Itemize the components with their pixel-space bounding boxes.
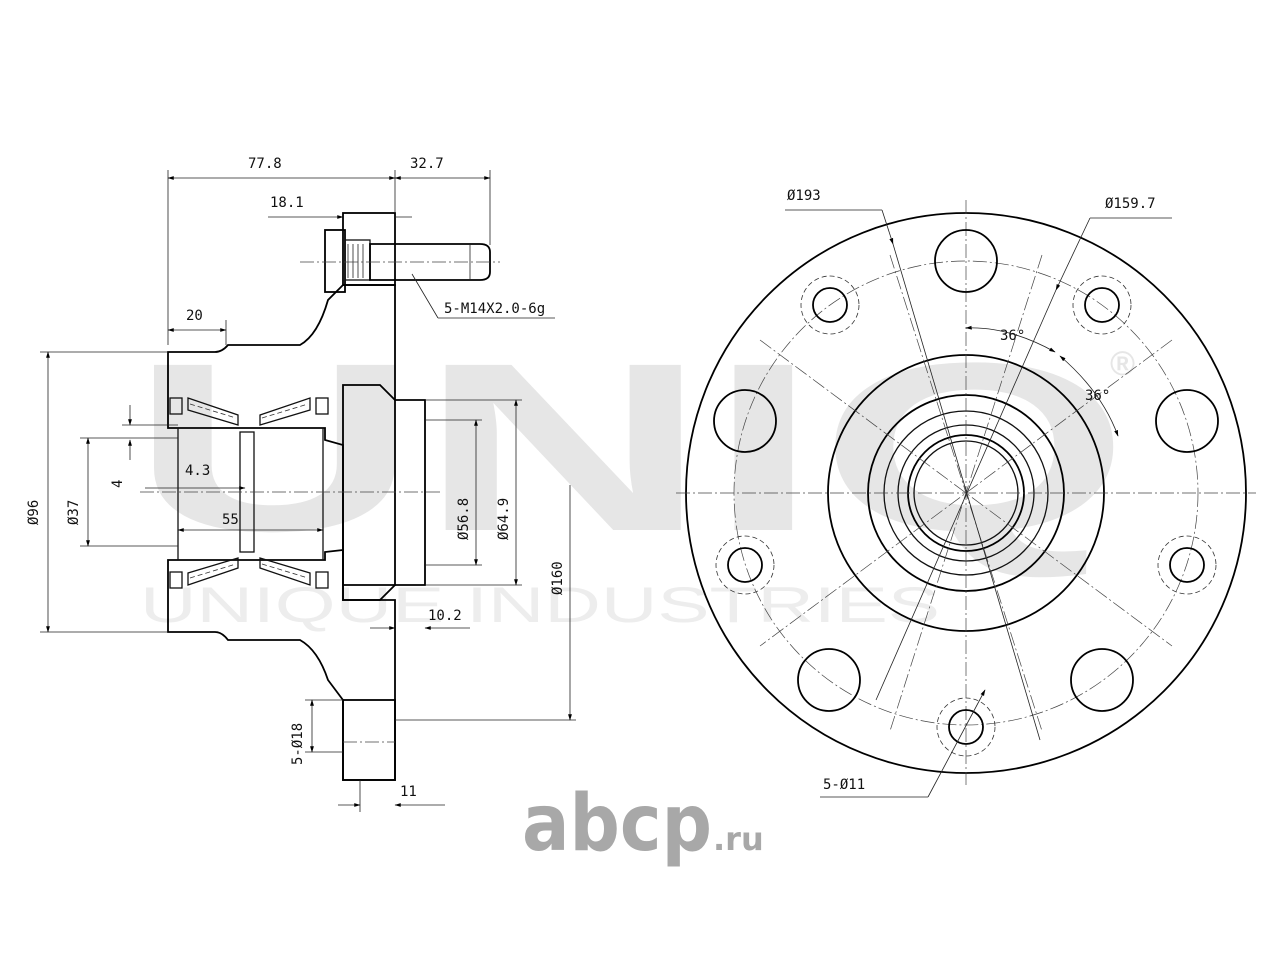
dim-d193: Ø193 <box>787 188 821 204</box>
abcp-logo: abcp .ru <box>522 779 764 869</box>
dim-20: 20 <box>186 308 203 324</box>
dim-4: 4 <box>110 480 126 488</box>
angle-36-lower: 36° <box>1085 388 1110 404</box>
dim-77-8: 77.8 <box>248 156 282 172</box>
bearing-lower <box>169 557 329 589</box>
flange-top <box>342 212 396 286</box>
dim-32-7: 32.7 <box>410 156 444 172</box>
watermark-brand: UNIQ <box>130 313 1130 581</box>
dim-d37: Ø37 <box>66 500 82 525</box>
dim-11: 11 <box>400 784 417 800</box>
stud-holes <box>713 229 1219 712</box>
dim-d64-9: Ø64.9 <box>496 498 512 540</box>
dim-55: 55 <box>222 512 239 528</box>
bearing-upper <box>169 397 329 426</box>
watermark-registered-mark: ® <box>1110 345 1135 383</box>
dim-d96: Ø96 <box>26 500 42 525</box>
hub-body-upper <box>167 284 396 586</box>
dim-10-2: 10.2 <box>428 608 462 624</box>
dim-d159-7: Ø159.7 <box>1105 196 1156 212</box>
dim-5-d11: 5-Ø11 <box>823 777 865 793</box>
dim-thread: 5-M14X2.0-6g <box>444 301 545 317</box>
flange-bolt-hole <box>342 699 396 781</box>
watermark: UNIQ ® UNIQUE INDUSTRIES <box>130 313 1135 633</box>
watermark-subtitle: UNIQUE INDUSTRIES <box>140 577 940 633</box>
inner-bore <box>177 427 324 561</box>
front-view: Ø193 Ø159.7 36° 36° 5-Ø11 <box>676 188 1256 798</box>
angle-36-upper: 36° <box>1000 328 1025 344</box>
small-holes <box>715 275 1217 757</box>
abcp-logo-tld: .ru <box>713 820 764 858</box>
wheel-stud <box>324 229 491 293</box>
dim-5-d18: 5-Ø18 <box>290 723 306 765</box>
dim-d160: Ø160 <box>550 561 566 595</box>
dim-d56-8: Ø56.8 <box>456 498 472 540</box>
abcp-logo-name: abcp <box>522 779 712 869</box>
section-view: 77.8 32.7 18.1 20 5-M14X2.0-6g Ø96 Ø37 4… <box>26 156 576 812</box>
dim-4-3: 4.3 <box>185 463 210 479</box>
dim-18-1: 18.1 <box>270 195 304 211</box>
